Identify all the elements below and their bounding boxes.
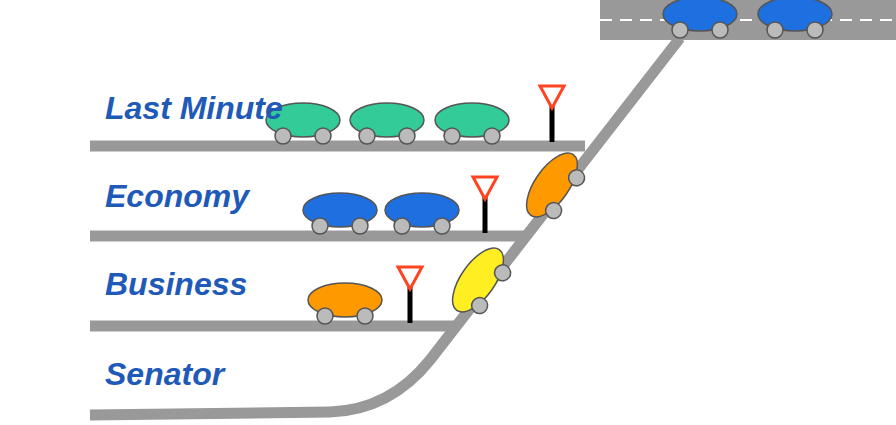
car (443, 240, 519, 324)
lane-label: Economy (105, 178, 249, 214)
car (303, 193, 377, 234)
lane-road (90, 321, 455, 332)
lane-divider (600, 19, 896, 21)
yield-triangle (540, 86, 564, 108)
car (385, 193, 459, 234)
yield-sign (398, 267, 422, 323)
yield-triangle (398, 267, 422, 289)
car (663, 0, 737, 38)
car (435, 103, 509, 144)
lanes (90, 38, 680, 415)
lane-road (90, 141, 585, 152)
highway (600, 0, 896, 40)
car (308, 283, 382, 324)
ramp-road (90, 38, 680, 415)
lane-road (90, 231, 525, 242)
lane-label: Senator (105, 356, 224, 392)
yield-triangle (473, 177, 497, 199)
lane-label: Business (105, 266, 247, 302)
car (350, 103, 424, 144)
yield-sign (540, 86, 564, 142)
cars (266, 0, 832, 324)
yield-sign (473, 177, 497, 233)
car (758, 0, 832, 38)
lane-label: Last Minute (105, 90, 283, 126)
car (517, 145, 593, 229)
